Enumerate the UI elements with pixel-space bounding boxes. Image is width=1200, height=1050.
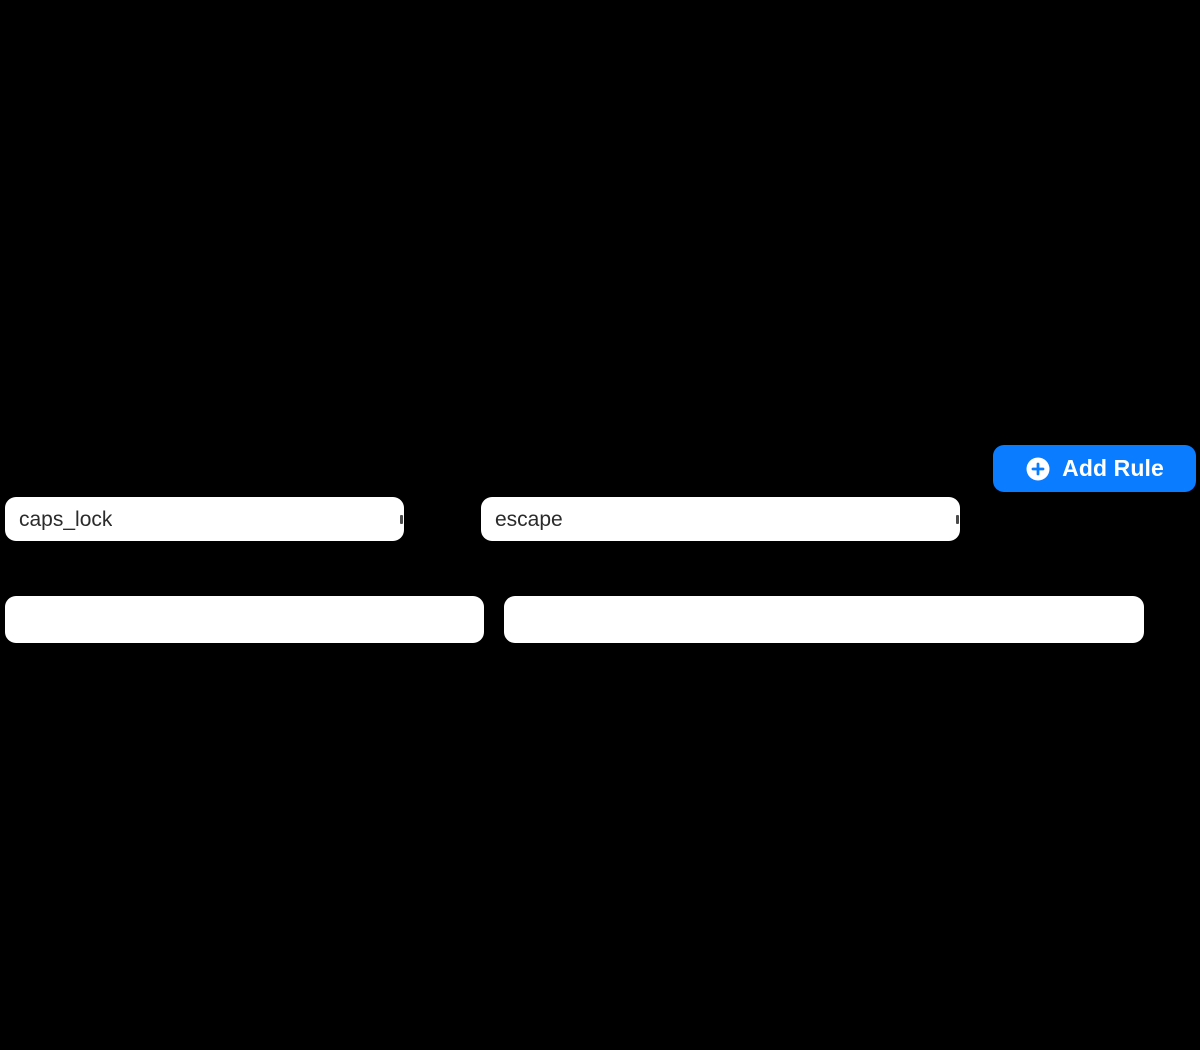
- to-options-input[interactable]: [504, 596, 1144, 643]
- to-key-value: escape: [495, 508, 563, 530]
- add-rule-label: Add Rule: [1062, 455, 1164, 481]
- from-key-value: caps_lock: [19, 508, 113, 530]
- from-options-input[interactable]: [5, 596, 484, 643]
- plus-circle-icon: [1026, 457, 1050, 480]
- rule-options-row: [0, 596, 1200, 643]
- from-key-input[interactable]: caps_lock: [5, 497, 404, 541]
- rule-row: caps_lock escape: [0, 497, 1200, 541]
- add-rule-button[interactable]: Add Rule: [993, 445, 1196, 492]
- to-key-input[interactable]: escape: [481, 497, 960, 541]
